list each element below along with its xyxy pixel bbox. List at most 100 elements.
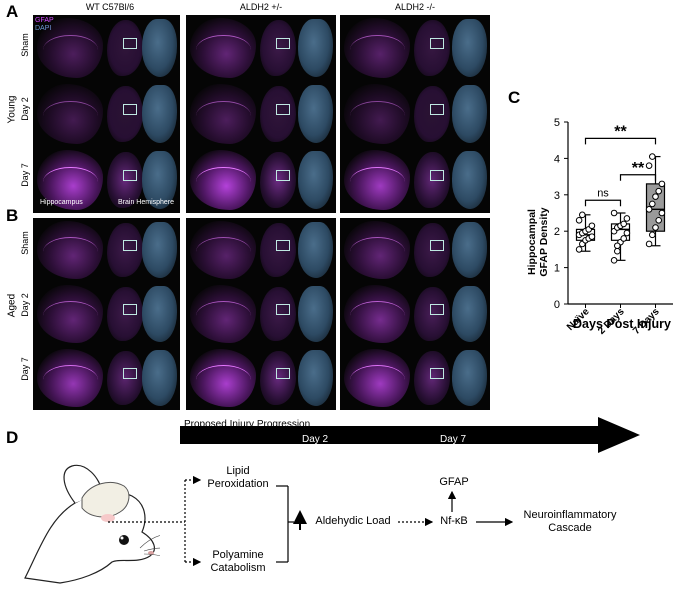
micro-label-hemisphere: Brain Hemisphere: [118, 199, 175, 206]
roi-box: [276, 304, 290, 316]
hemisphere-gfap-image: [414, 351, 450, 405]
roi-box: [276, 37, 290, 49]
row-label-day7-a: Day 7: [20, 163, 30, 187]
hemisphere-gfap-image: [260, 287, 296, 341]
data-point: [620, 220, 627, 228]
data-point: [658, 209, 666, 217]
node-gfap: GFAP: [439, 476, 469, 488]
data-point: [620, 235, 627, 242]
hippocampus-layer: [350, 237, 405, 267]
hippocampus-layer: [350, 166, 405, 198]
roi-box: [123, 37, 137, 49]
row-label-day2-b: Day 2: [20, 293, 30, 317]
micro-label-hippocampus: Hippocampus: [40, 199, 83, 206]
hippocampus-layer: [350, 34, 405, 66]
micro-panel-b-het: [186, 218, 336, 410]
significance-bracket: [584, 137, 657, 145]
data-point: [658, 180, 666, 188]
significance-bracket: [584, 199, 622, 207]
channel-legend: GFAP DAPI: [35, 17, 54, 33]
data-point: [652, 224, 659, 231]
data-point: [579, 211, 586, 219]
roi-box: [430, 304, 444, 316]
row-label-day7-b: Day 7: [20, 357, 30, 381]
data-point: [588, 222, 596, 230]
hemisphere-dapi-image: [452, 85, 487, 143]
data-point: [645, 240, 653, 248]
group-label-young: Young: [7, 90, 18, 130]
hippocampus-layer: [196, 237, 251, 267]
hippocampus-layer: [196, 166, 251, 198]
micro-panel-a-wt: GFAP DAPI: [33, 15, 180, 213]
neuro-text: Neuroinflammatory Cascade: [523, 509, 617, 534]
x-axis-label: Days Post Injury: [573, 317, 671, 331]
data-point: [614, 242, 621, 250]
roi-box: [123, 368, 137, 380]
y-tick-label: 0: [554, 299, 560, 311]
hemisphere-dapi-image: [142, 85, 177, 143]
panel-a-label: A: [6, 2, 19, 21]
hemisphere-dapi-image: [452, 19, 487, 77]
hippocampus-layer: [196, 100, 251, 132]
micro-panel-a-het: [186, 15, 336, 213]
col-header-wt: WT C57Bl/6: [85, 2, 135, 12]
data-point: [623, 215, 631, 222]
data-point: [610, 257, 618, 264]
hippocampus-layer: [350, 100, 405, 132]
row-label-sham-b: Sham: [20, 231, 30, 255]
y-tick-label: 3: [554, 190, 560, 202]
roi-box: [123, 103, 137, 115]
hemisphere-gfap-image: [107, 287, 143, 341]
hemisphere-dapi-image: [298, 19, 333, 77]
hippocampus-layer: [43, 166, 98, 198]
hippocampus-layer: [196, 301, 251, 331]
roi-box: [430, 368, 444, 380]
hemisphere-dapi-image: [142, 19, 177, 77]
y-axis-label-line2: GFAP Density: [538, 207, 550, 276]
data-point: [649, 200, 656, 208]
node-aldehydic-load: Aldehydic Load: [315, 515, 391, 527]
data-point: [623, 229, 631, 237]
roi-box: [430, 37, 444, 49]
progression-title: Proposed Injury Progression: [184, 419, 311, 430]
hemisphere-dapi-image: [452, 286, 487, 342]
hemisphere-dapi-image: [298, 222, 333, 278]
y-axis-label-line1: Hippocampal: [526, 209, 538, 275]
group-aged-text: Aged: [6, 293, 18, 318]
hemisphere-dapi-image: [298, 151, 333, 209]
hippocampus-layer: [350, 365, 405, 395]
panel-c-label: C: [508, 88, 521, 107]
hippocampus-layer: [43, 100, 98, 132]
hemisphere-gfap-image: [107, 351, 143, 405]
data-point: [588, 233, 596, 240]
y-tick-label: 4: [554, 153, 560, 165]
micro-panel-a-ko: [340, 15, 490, 213]
data-point: [575, 216, 583, 224]
hemisphere-dapi-image: [298, 85, 333, 143]
hippocampus-layer: [196, 365, 251, 395]
panel-b-label: B: [6, 206, 19, 225]
node-lipid-peroxidation: Lipid Peroxidation: [198, 465, 278, 491]
hemisphere-dapi-image: [142, 350, 177, 406]
hippocampus-layer: [43, 237, 98, 267]
roi-box: [430, 240, 444, 252]
hemisphere-gfap-image: [260, 351, 296, 405]
col-header-ko: ALDH2 -/-: [394, 2, 435, 12]
data-point: [652, 193, 659, 200]
progression-day7: Day 7: [440, 434, 467, 445]
hemisphere-gfap-image: [107, 223, 143, 277]
data-point: [655, 187, 662, 195]
y-tick-label: 1: [554, 263, 560, 275]
hemisphere-gfap-image: [260, 223, 296, 277]
hemisphere-gfap-image: [414, 287, 450, 341]
hemisphere-dapi-image: [142, 222, 177, 278]
hippocampus-layer: [196, 34, 251, 66]
hippocampus-layer: [43, 301, 98, 331]
group-label-aged: Aged: [7, 286, 18, 326]
data-point: [645, 206, 653, 213]
roi-box: [276, 240, 290, 252]
panel-d-label: D: [6, 428, 19, 447]
hippocampus-layer: [43, 34, 98, 66]
polyamine-text: Polyamine Catabolism: [210, 549, 266, 574]
